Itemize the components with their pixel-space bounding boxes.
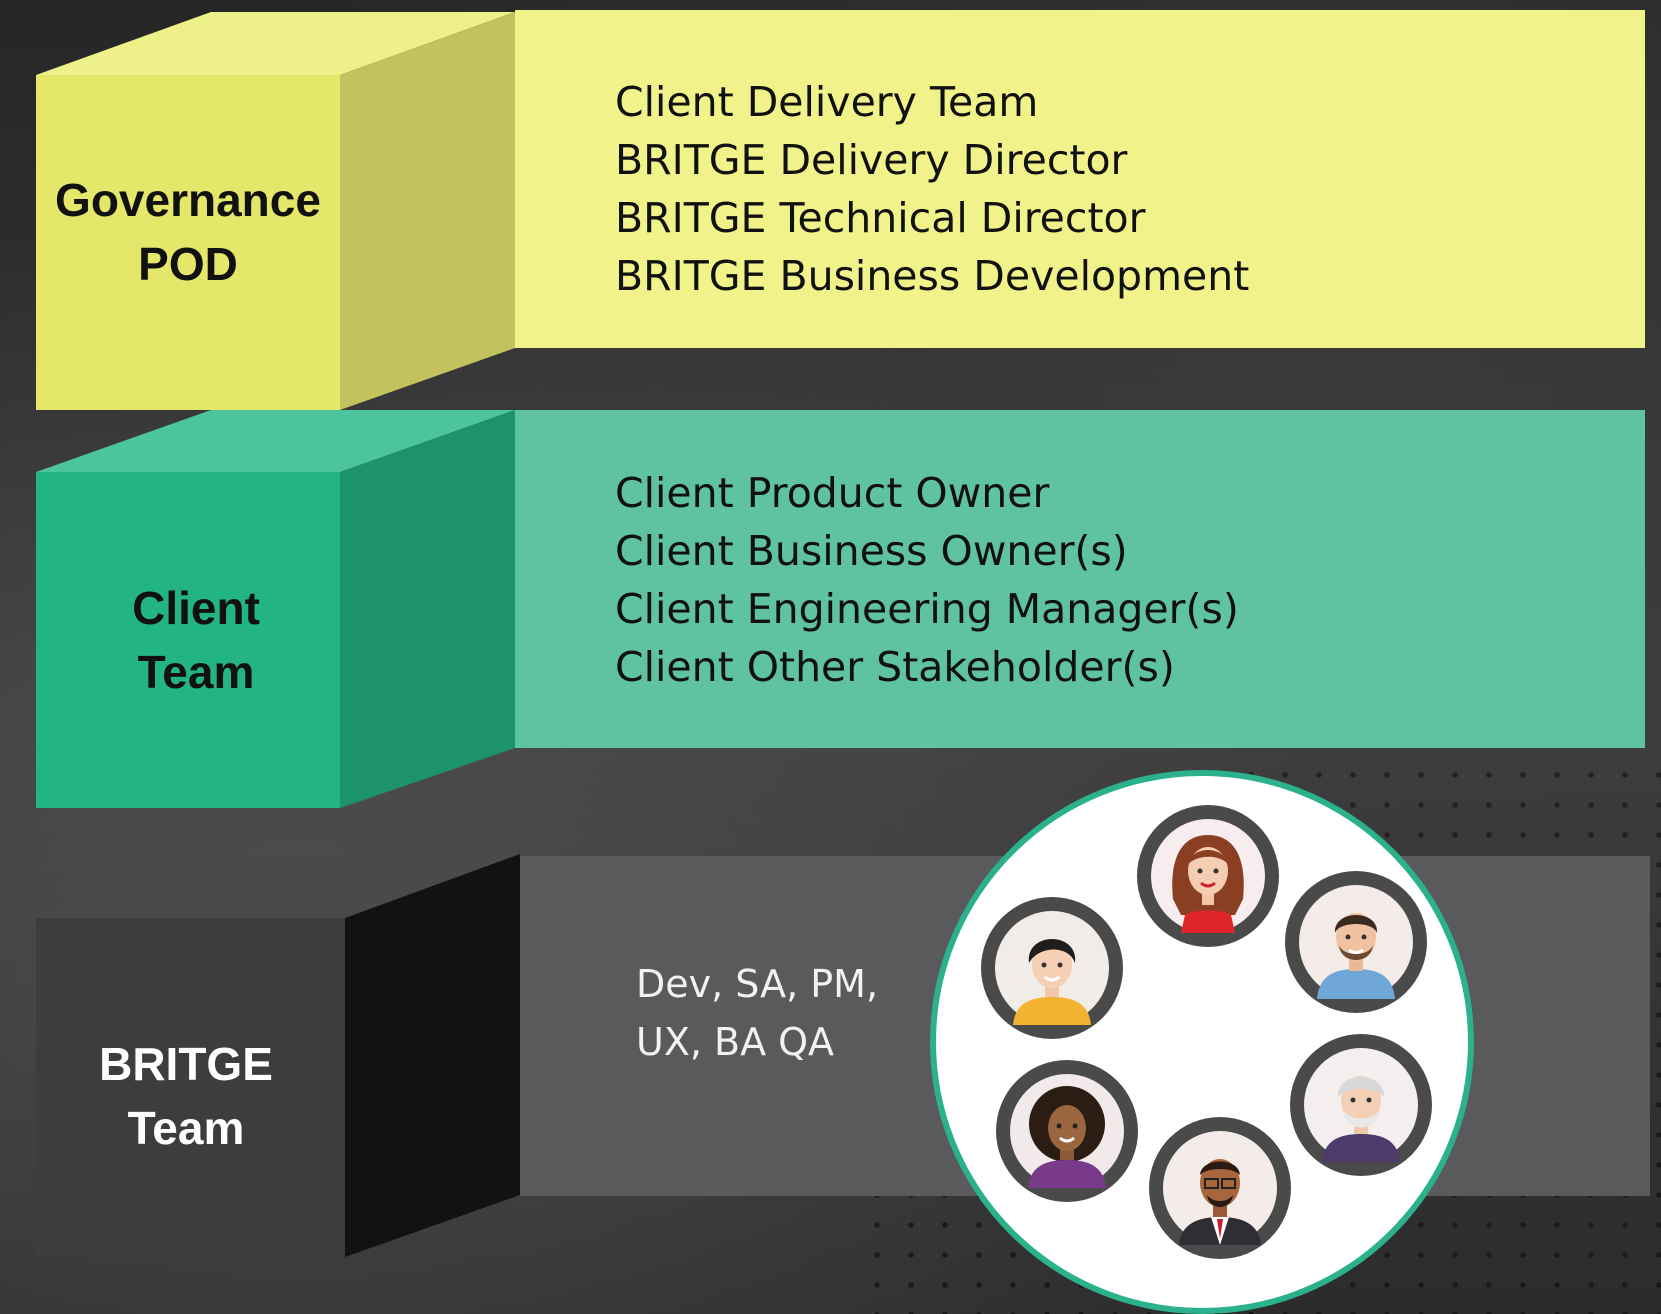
role-item: Client Other Stakeholder(s) [615,643,1175,691]
role-item: BRITGE Business Development [615,252,1250,300]
role-item: BRITGE Delivery Director [615,136,1128,184]
elderly-man-avatar-icon [1290,1034,1432,1176]
client-roles-list: Client Product Owner Client Business Own… [615,464,1239,696]
boy-yellow-shirt-avatar-icon [981,897,1123,1039]
client-tier: Client Team Client Product Owner Client … [0,408,1661,810]
role-item: Client Business Owner(s) [615,527,1128,575]
britge-team-block [36,854,520,1257]
team-avatars-circle [930,770,1474,1314]
role-item: Client Product Owner [615,469,1050,517]
man-suit-glasses-avatar-icon [1149,1117,1291,1259]
client-team-label: Client Team [132,582,260,698]
role-item: BRITGE Technical Director [615,194,1146,242]
britge-team-label: BRITGE Team [99,1038,273,1154]
governance-tier: Governance POD Client Delivery Team BRIT… [0,0,1661,410]
governance-roles-panel [515,10,1645,348]
man-blue-shirt-avatar-icon [1285,871,1427,1013]
governance-pod-block [36,12,515,410]
client-team-block [36,410,515,808]
client-roles-panel [515,410,1645,748]
britge-roles-text: Dev, SA, PM, UX, BA QA [636,962,879,1064]
governance-pod-label: Governance POD [55,174,321,290]
role-item: Client Delivery Team [615,78,1039,126]
woman-red-dress-avatar-icon [1137,805,1279,947]
role-item: Client Engineering Manager(s) [615,585,1239,633]
governance-roles-list: Client Delivery Team BRITGE Delivery Dir… [615,73,1249,305]
woman-curly-hair-avatar-icon [996,1060,1138,1202]
